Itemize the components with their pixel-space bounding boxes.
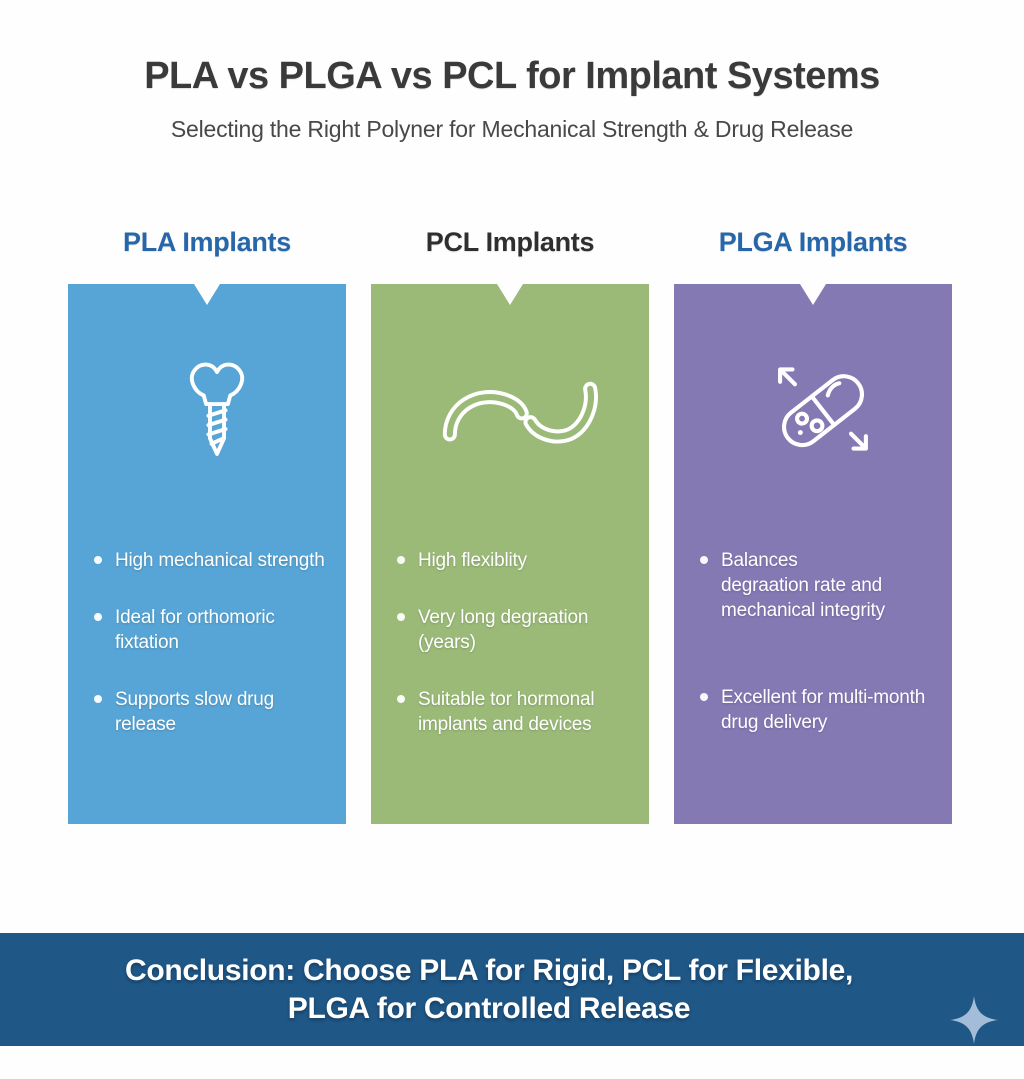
bullet-item: High mechanical strength (94, 548, 340, 573)
card-pla: High mechanical strength Ideal for ortho… (68, 284, 346, 824)
sparkle-icon (950, 996, 998, 1044)
bullet-text: Very long degraation (years) (418, 607, 589, 653)
card-plga: Balances degraation rate and mechanical … (674, 284, 952, 824)
bullet-text: Supports slow drug release (115, 689, 275, 735)
bullet-dot (700, 556, 708, 564)
bullet-text: High mechanical strength (115, 550, 325, 571)
bullet-dot (397, 613, 405, 621)
column-pla: PLA Implants High mechanical strength (68, 227, 346, 824)
column-header-pla: PLA Implants (123, 227, 291, 257)
infographic: PLA vs PLGA vs PCL for Implant Systems S… (0, 55, 1024, 1046)
column-pcl: PCL Implants (371, 227, 649, 824)
bullet-item: Ideal for orthomoric fixtation (94, 605, 340, 655)
bone-screw-implant-icon (178, 351, 256, 468)
bullet-dot (397, 556, 405, 564)
bullet-text: Excellent for multi-month drug delivery (721, 687, 926, 733)
bullet-item: Balances degraation rate and mechanical … (700, 548, 946, 623)
bullet-item: Suitable tor hormonal implants and devic… (397, 687, 643, 737)
page-title: PLA vs PLGA vs PCL for Implant Systems (144, 55, 880, 97)
conclusion-bar: Conclusion: Choose PLA for Rigid, PCL fo… (0, 933, 1024, 1046)
conclusion-line-2: PLGA for Controlled Release (287, 991, 691, 1025)
bullet-item: High flexiblity (397, 548, 643, 573)
bullet-item: Excellent for multi-month drug delivery (700, 685, 946, 735)
bullet-text: Suitable tor hormonal implants and devic… (418, 689, 595, 735)
bullet-item: Supports slow drug release (94, 687, 340, 737)
comparison-columns: PLA Implants High mechanical strength (0, 227, 1024, 824)
flexible-polymer-icon (432, 352, 608, 466)
bullet-item: Very long degraation (years) (397, 605, 643, 655)
bullet-dot (94, 695, 102, 703)
bullet-text: Balances degraation rate and mechanical … (721, 550, 885, 621)
bullet-dot (700, 693, 708, 701)
capsule-release-icon (757, 343, 889, 475)
bullet-dot (397, 695, 405, 703)
bullet-dot (94, 613, 102, 621)
bullet-text: High flexiblity (418, 550, 527, 571)
bullet-text: Ideal for orthomoric fixtation (115, 607, 275, 653)
column-plga: PLGA Implants (674, 227, 952, 824)
card-pcl: High flexiblity Very long degraation (ye… (371, 284, 649, 824)
column-header-pcl: PCL Implants (425, 227, 595, 257)
column-header-plga: PLGA Implants (718, 227, 908, 257)
conclusion-line-1: Conclusion: Choose PLA for Rigid, PCL fo… (124, 953, 854, 987)
bullet-dot (94, 556, 102, 564)
page-subtitle: Selecting the Right Polyner for Mechanic… (170, 116, 854, 142)
